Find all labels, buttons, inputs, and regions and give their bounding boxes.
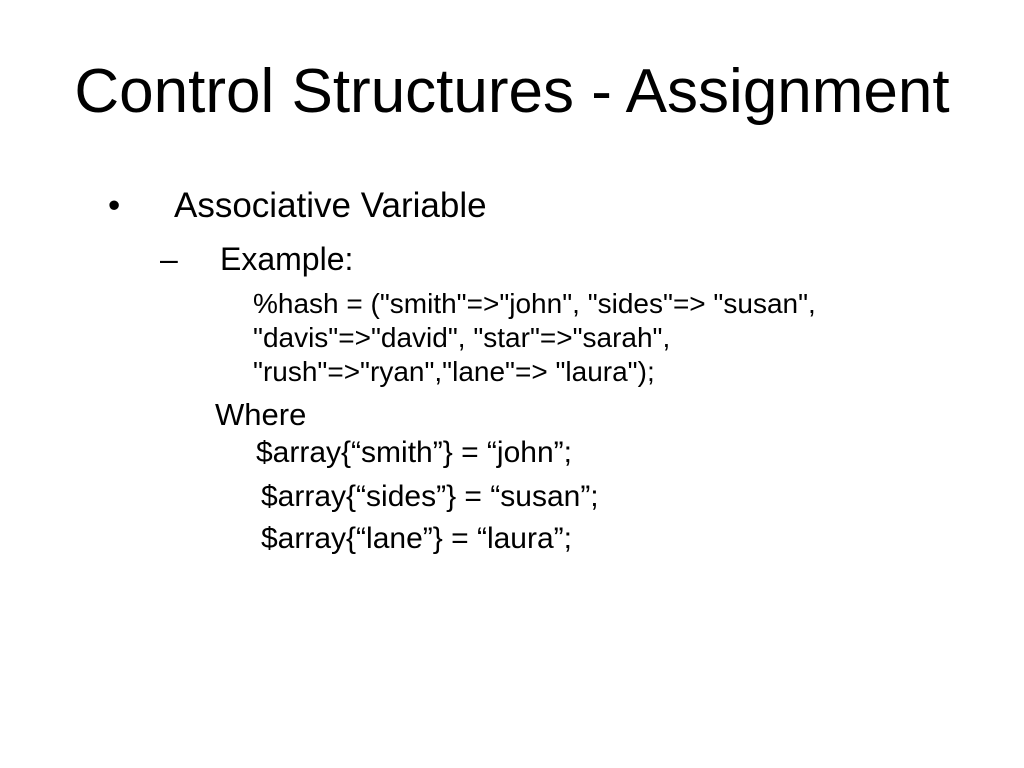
where-label: Where [215, 397, 307, 432]
assignment-line-sides: $array{“sides”} = “susan”; [261, 480, 599, 513]
hash-example-block: %hash = ("smith"=>"john", "sides"=> "sus… [253, 287, 816, 389]
dash-icon: – [160, 241, 178, 277]
bullet-icon: • [108, 186, 121, 225]
sub-bullet-item-example: Example: [220, 241, 354, 277]
assignment-line-lane: $array{“lane”} = “laura”; [261, 522, 572, 555]
code-line-3: "rush"=>"ryan","lane"=> "laura"); [253, 356, 655, 387]
bullet-item-associative-variable: Associative Variable [174, 186, 487, 225]
slide-title: Control Structures - Assignment [74, 57, 950, 126]
code-line-1: %hash = ("smith"=>"john", "sides"=> "sus… [253, 288, 816, 319]
assignment-line-smith: $array{“smith”} = “john”; [256, 436, 572, 469]
code-line-2: "davis"=>"david", "star"=>"sarah", [253, 322, 671, 353]
